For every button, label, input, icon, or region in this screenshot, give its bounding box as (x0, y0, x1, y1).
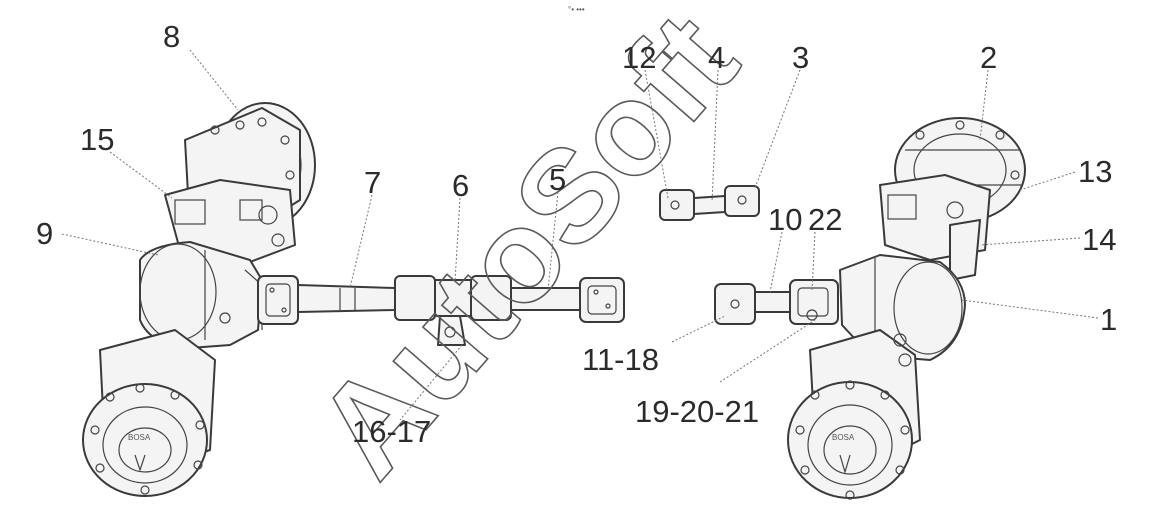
right-shaft-10 (714, 283, 791, 325)
callout-14: 14 (1082, 222, 1116, 257)
callout-12: 12 (622, 40, 656, 75)
left-differential-housing (139, 241, 263, 349)
center-support-bearing (394, 275, 512, 346)
callout-3: 3 (792, 40, 809, 75)
callout-labels: 8 15 9 7 6 5 16-17 12 4 3 2 13 14 1 10 2… (36, 19, 1117, 449)
callout-13: 13 (1078, 154, 1112, 189)
left-input-flange (257, 275, 299, 325)
callout-2: 2 (980, 40, 997, 75)
right-lower-wheel-hub: BOSA (787, 329, 921, 500)
svg-text:BOSA: BOSA (128, 433, 151, 442)
callout-5: 5 (549, 162, 566, 197)
callout-9: 9 (36, 216, 53, 251)
right-input-flange (789, 279, 839, 325)
left-lower-wheel-hub: BOSA (82, 329, 216, 497)
callout-11-18: 11-18 (582, 342, 659, 377)
svg-text:BOSA: BOSA (832, 433, 855, 442)
callout-22: 22 (808, 202, 842, 237)
callout-7: 7 (364, 165, 381, 200)
leader-lines (61, 49, 1099, 421)
callout-10: 10 (768, 202, 802, 237)
callout-4: 4 (708, 40, 725, 75)
top-mark: °• ••• (568, 5, 585, 14)
right-axle-assembly: BOSA (714, 117, 1026, 500)
left-axle-assembly: BOSA (82, 102, 316, 497)
callout-16-17: 16-17 (352, 414, 431, 449)
callout-8: 8 (163, 19, 180, 54)
short-intermediate-shaft (659, 185, 760, 221)
right-brake-housing (879, 174, 991, 281)
center-propeller-shaft (297, 275, 625, 346)
callout-15: 15 (80, 122, 114, 157)
callout-1: 1 (1100, 302, 1117, 337)
shaft-end-flange (579, 277, 625, 323)
callout-6: 6 (452, 168, 469, 203)
callout-19-20-21: 19-20-21 (635, 394, 759, 429)
